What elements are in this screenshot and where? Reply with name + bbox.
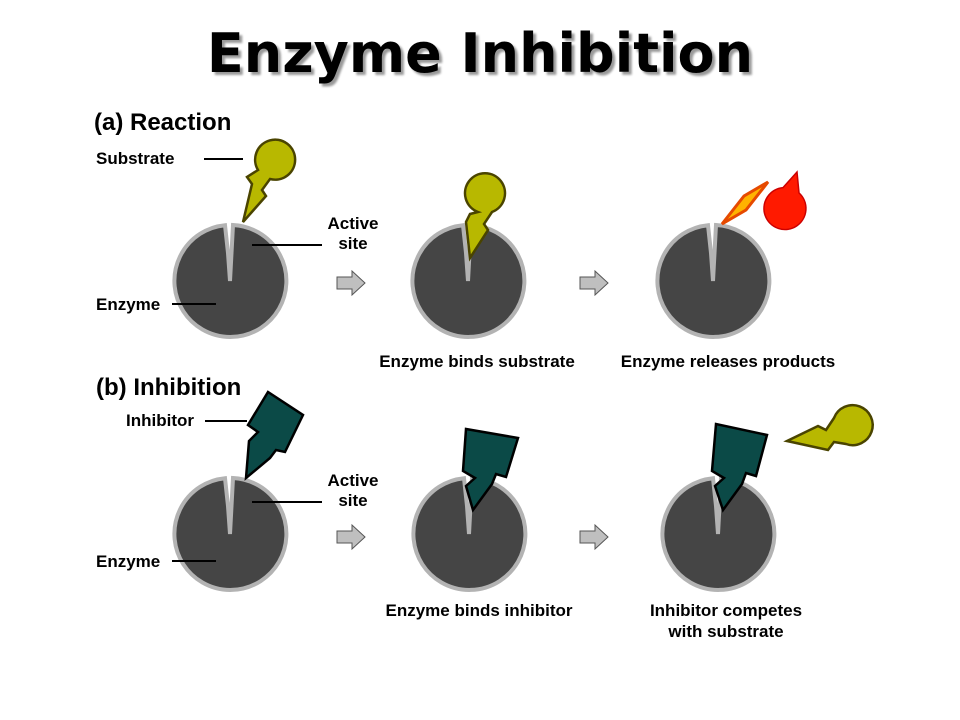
- caption-inhibitor-competes-line2: with substrate: [668, 622, 784, 641]
- arrow-b2: [579, 523, 609, 551]
- enzyme-a1: [172, 222, 289, 339]
- enzyme-a2: [410, 222, 527, 339]
- product-diamond: [720, 180, 770, 226]
- inhibitor-bound-b3: [710, 422, 769, 513]
- section-a-heading: (a) Reaction: [94, 109, 232, 136]
- arrow-b1: [336, 523, 366, 551]
- inhibitor-bound-b2: [461, 427, 520, 513]
- caption-enzyme-releases-products: Enzyme releases products: [620, 352, 836, 371]
- enzyme-label-b: Enzyme: [96, 552, 161, 571]
- substrate-competing: [783, 403, 874, 452]
- substrate-label: Substrate: [96, 149, 175, 168]
- section-b-heading: (b) Inhibition: [96, 374, 242, 401]
- enzyme-a3: [655, 222, 772, 339]
- enzyme-b3: [660, 475, 777, 592]
- substrate-a1: [241, 138, 297, 223]
- product-red-pac: [763, 170, 807, 231]
- enzyme-b2: [411, 475, 528, 592]
- active-site-label-b: Active site: [316, 471, 390, 511]
- substrate-bound-a2: [463, 172, 507, 262]
- caption-enzyme-binds-substrate: Enzyme binds substrate: [379, 352, 575, 371]
- active-site-label-a-line1: Active: [327, 214, 379, 233]
- active-site-label-b-line2: site: [338, 491, 368, 510]
- inhibitor-b1: [244, 390, 305, 481]
- caption-inhibitor-competes-line1: Inhibitor competes: [649, 601, 803, 620]
- active-site-label-a-line2: site: [338, 234, 368, 253]
- active-site-label-a: Active site: [316, 214, 390, 254]
- caption-inhibitor-competes: Inhibitor competes with substrate: [616, 600, 836, 642]
- enzyme-b1: [172, 475, 289, 592]
- caption-enzyme-binds-inhibitor: Enzyme binds inhibitor: [385, 601, 573, 620]
- active-site-label-b-line1: Active: [327, 471, 379, 490]
- enzyme-label-a: Enzyme: [96, 295, 161, 314]
- arrow-a1: [336, 269, 366, 297]
- arrow-a2: [579, 269, 609, 297]
- inhibitor-label: Inhibitor: [126, 411, 194, 430]
- page-title: Enzyme Inhibition: [206, 22, 754, 85]
